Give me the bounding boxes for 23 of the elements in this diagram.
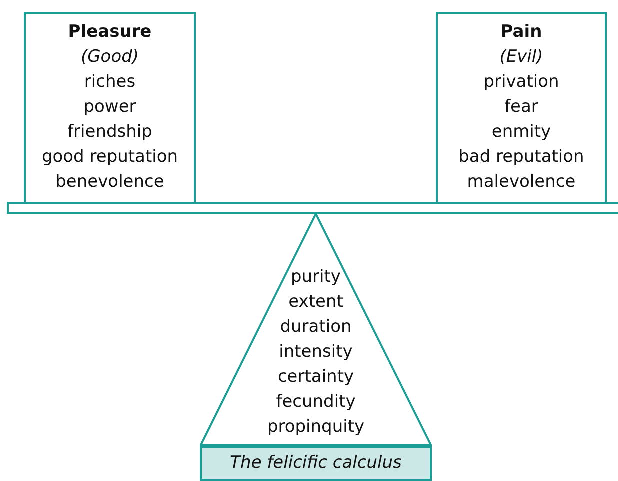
list-item: malevolence (467, 171, 576, 194)
list-item: privation (484, 71, 560, 94)
heading: Pleasure (68, 21, 152, 44)
caption-label: The felicific calculus (230, 452, 402, 475)
list-item: bad reputation (458, 146, 584, 169)
list-item: benevolence (56, 171, 164, 194)
criterion-label: certainty (278, 366, 354, 389)
criterion-label: fecundity (276, 391, 356, 414)
criterion-label: propinquity (267, 416, 365, 439)
list-item: riches (84, 71, 136, 94)
list-item: good reputation (42, 146, 178, 169)
criterion-label: intensity (279, 341, 353, 364)
criterion-label: extent (288, 291, 344, 314)
subheading: (Evil) (500, 46, 544, 69)
base-box (200, 446, 432, 481)
list-item: friendship (68, 121, 152, 144)
list-item: fear (504, 96, 538, 119)
subheading: (Good) (80, 46, 140, 69)
list-item: power (84, 96, 136, 119)
list-item: enmity (492, 121, 552, 144)
heading: Pain (500, 21, 542, 44)
criterion-label: purity (290, 266, 341, 289)
criterion-label: duration (280, 316, 352, 339)
